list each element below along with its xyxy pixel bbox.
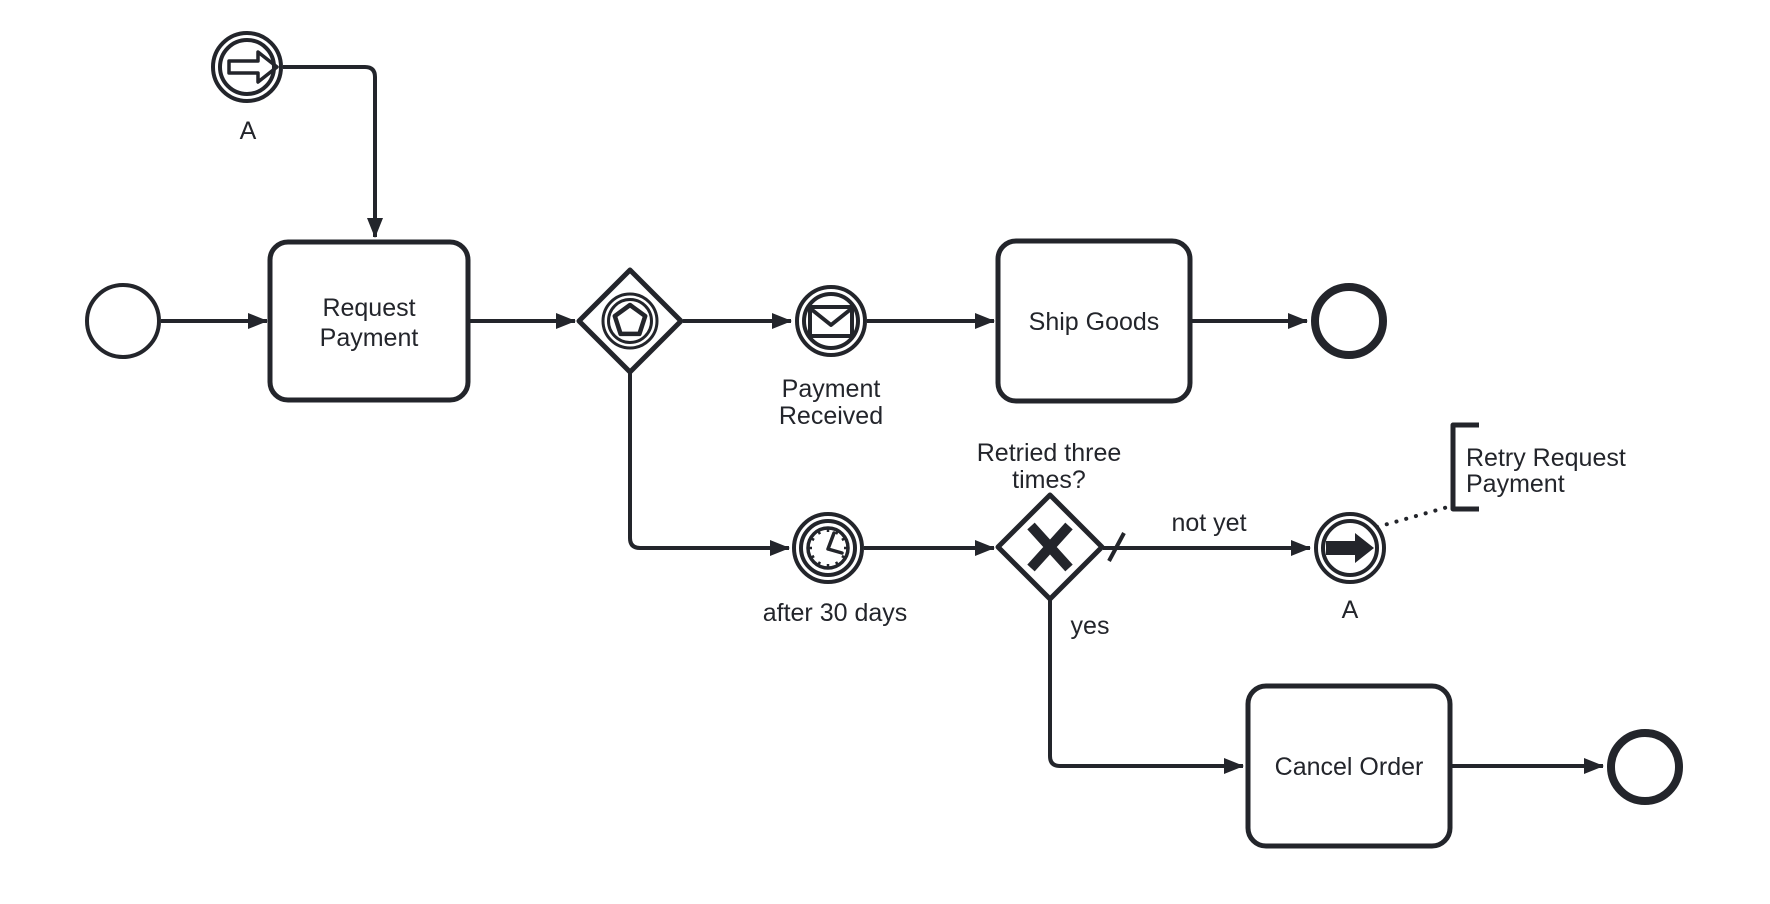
link-throw-label: A xyxy=(1342,596,1359,624)
link-arrow-outline-icon xyxy=(227,50,279,84)
clock-icon xyxy=(806,526,850,570)
message-event-label-line2: Received xyxy=(779,402,883,430)
x-marker-icon xyxy=(1027,522,1073,572)
event-gateway-inner-circle-icon xyxy=(607,298,653,344)
task-ship-goods[interactable]: Ship Goods xyxy=(995,238,1193,404)
flow-link-catch-to-request-payment[interactable] xyxy=(283,65,383,238)
event-gateway-outer-circle-icon xyxy=(601,292,659,350)
task-request-payment-label-line1: Request xyxy=(322,294,415,322)
default-flow-slash-marker xyxy=(1107,532,1126,562)
association-link-throw-to-annotation[interactable] xyxy=(1375,505,1450,529)
text-annotation[interactable]: Retry Request Payment xyxy=(1450,422,1626,512)
end-event-cancelled[interactable] xyxy=(1607,729,1683,805)
message-intermediate-catch-event[interactable] xyxy=(795,285,867,357)
annotation-line1: Retry Request xyxy=(1466,444,1626,472)
link-intermediate-throw-event[interactable] xyxy=(1314,512,1386,584)
event-based-gateway[interactable] xyxy=(576,267,684,375)
task-request-payment-label-line2: Payment xyxy=(320,324,419,352)
message-event-label-line1: Payment xyxy=(782,375,881,403)
flow-yes[interactable] xyxy=(1048,600,1244,774)
link-intermediate-catch-event[interactable] xyxy=(211,31,283,103)
task-cancel-order[interactable]: Cancel Order xyxy=(1245,683,1453,849)
gateway-question-line1: Retried three xyxy=(977,439,1122,467)
exclusive-gateway-retried[interactable] xyxy=(995,492,1105,602)
start-event[interactable] xyxy=(85,283,161,359)
task-ship-goods-label: Ship Goods xyxy=(1029,308,1160,336)
task-request-payment[interactable]: Request Payment xyxy=(267,239,471,403)
gateway-question-line2: times? xyxy=(1012,466,1086,494)
envelope-icon xyxy=(808,305,854,338)
annotation-bracket xyxy=(1450,422,1479,512)
timer-event-label: after 30 days xyxy=(763,599,908,627)
flow-yes-label: yes xyxy=(1071,612,1110,640)
flow-event-gateway-to-timer-event[interactable] xyxy=(628,373,790,556)
link-arrow-filled-icon xyxy=(1326,533,1374,563)
link-catch-label: A xyxy=(240,117,257,145)
timer-intermediate-catch-event[interactable] xyxy=(792,512,864,584)
task-cancel-order-label: Cancel Order xyxy=(1275,753,1424,781)
pentagon-icon xyxy=(612,302,648,337)
flow-not-yet-label: not yet xyxy=(1171,509,1246,537)
annotation-line2: Payment xyxy=(1466,470,1565,498)
end-event-shipped[interactable] xyxy=(1311,283,1387,359)
